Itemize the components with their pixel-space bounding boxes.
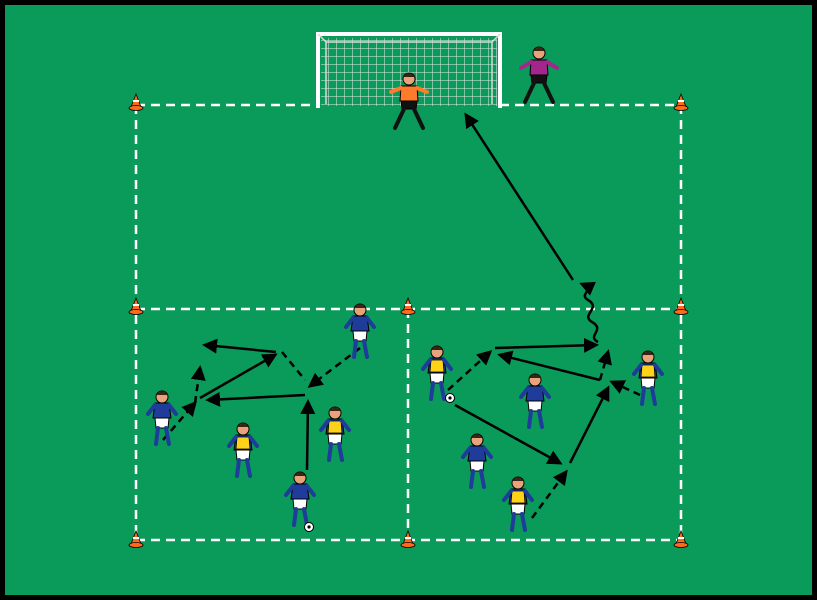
run-arrow [199,353,278,400]
dribble-line [579,281,599,344]
pass-arrow [307,347,361,388]
run-arrow [205,391,306,407]
right-zone-movements [447,112,641,519]
left-zone-movements [162,338,361,471]
pass-arrow [597,349,612,381]
ball-icon [304,522,314,532]
pass-arrow [281,351,306,381]
run-arrow [497,350,601,382]
shot-arrow [464,112,575,281]
run-arrow [202,338,277,354]
pass-arrow [530,469,568,519]
pass-arrow [162,400,197,441]
run-arrow [454,403,563,465]
pass-arrow [609,380,641,397]
ball-icon [445,393,455,403]
pass-arrow [447,349,493,391]
run-arrow [300,399,316,471]
goalkeeper-orange [389,72,429,130]
pass-arrow [190,365,206,404]
goalkeeper-purple [519,46,559,104]
run-arrow [568,385,610,464]
run-arrow [494,337,599,353]
